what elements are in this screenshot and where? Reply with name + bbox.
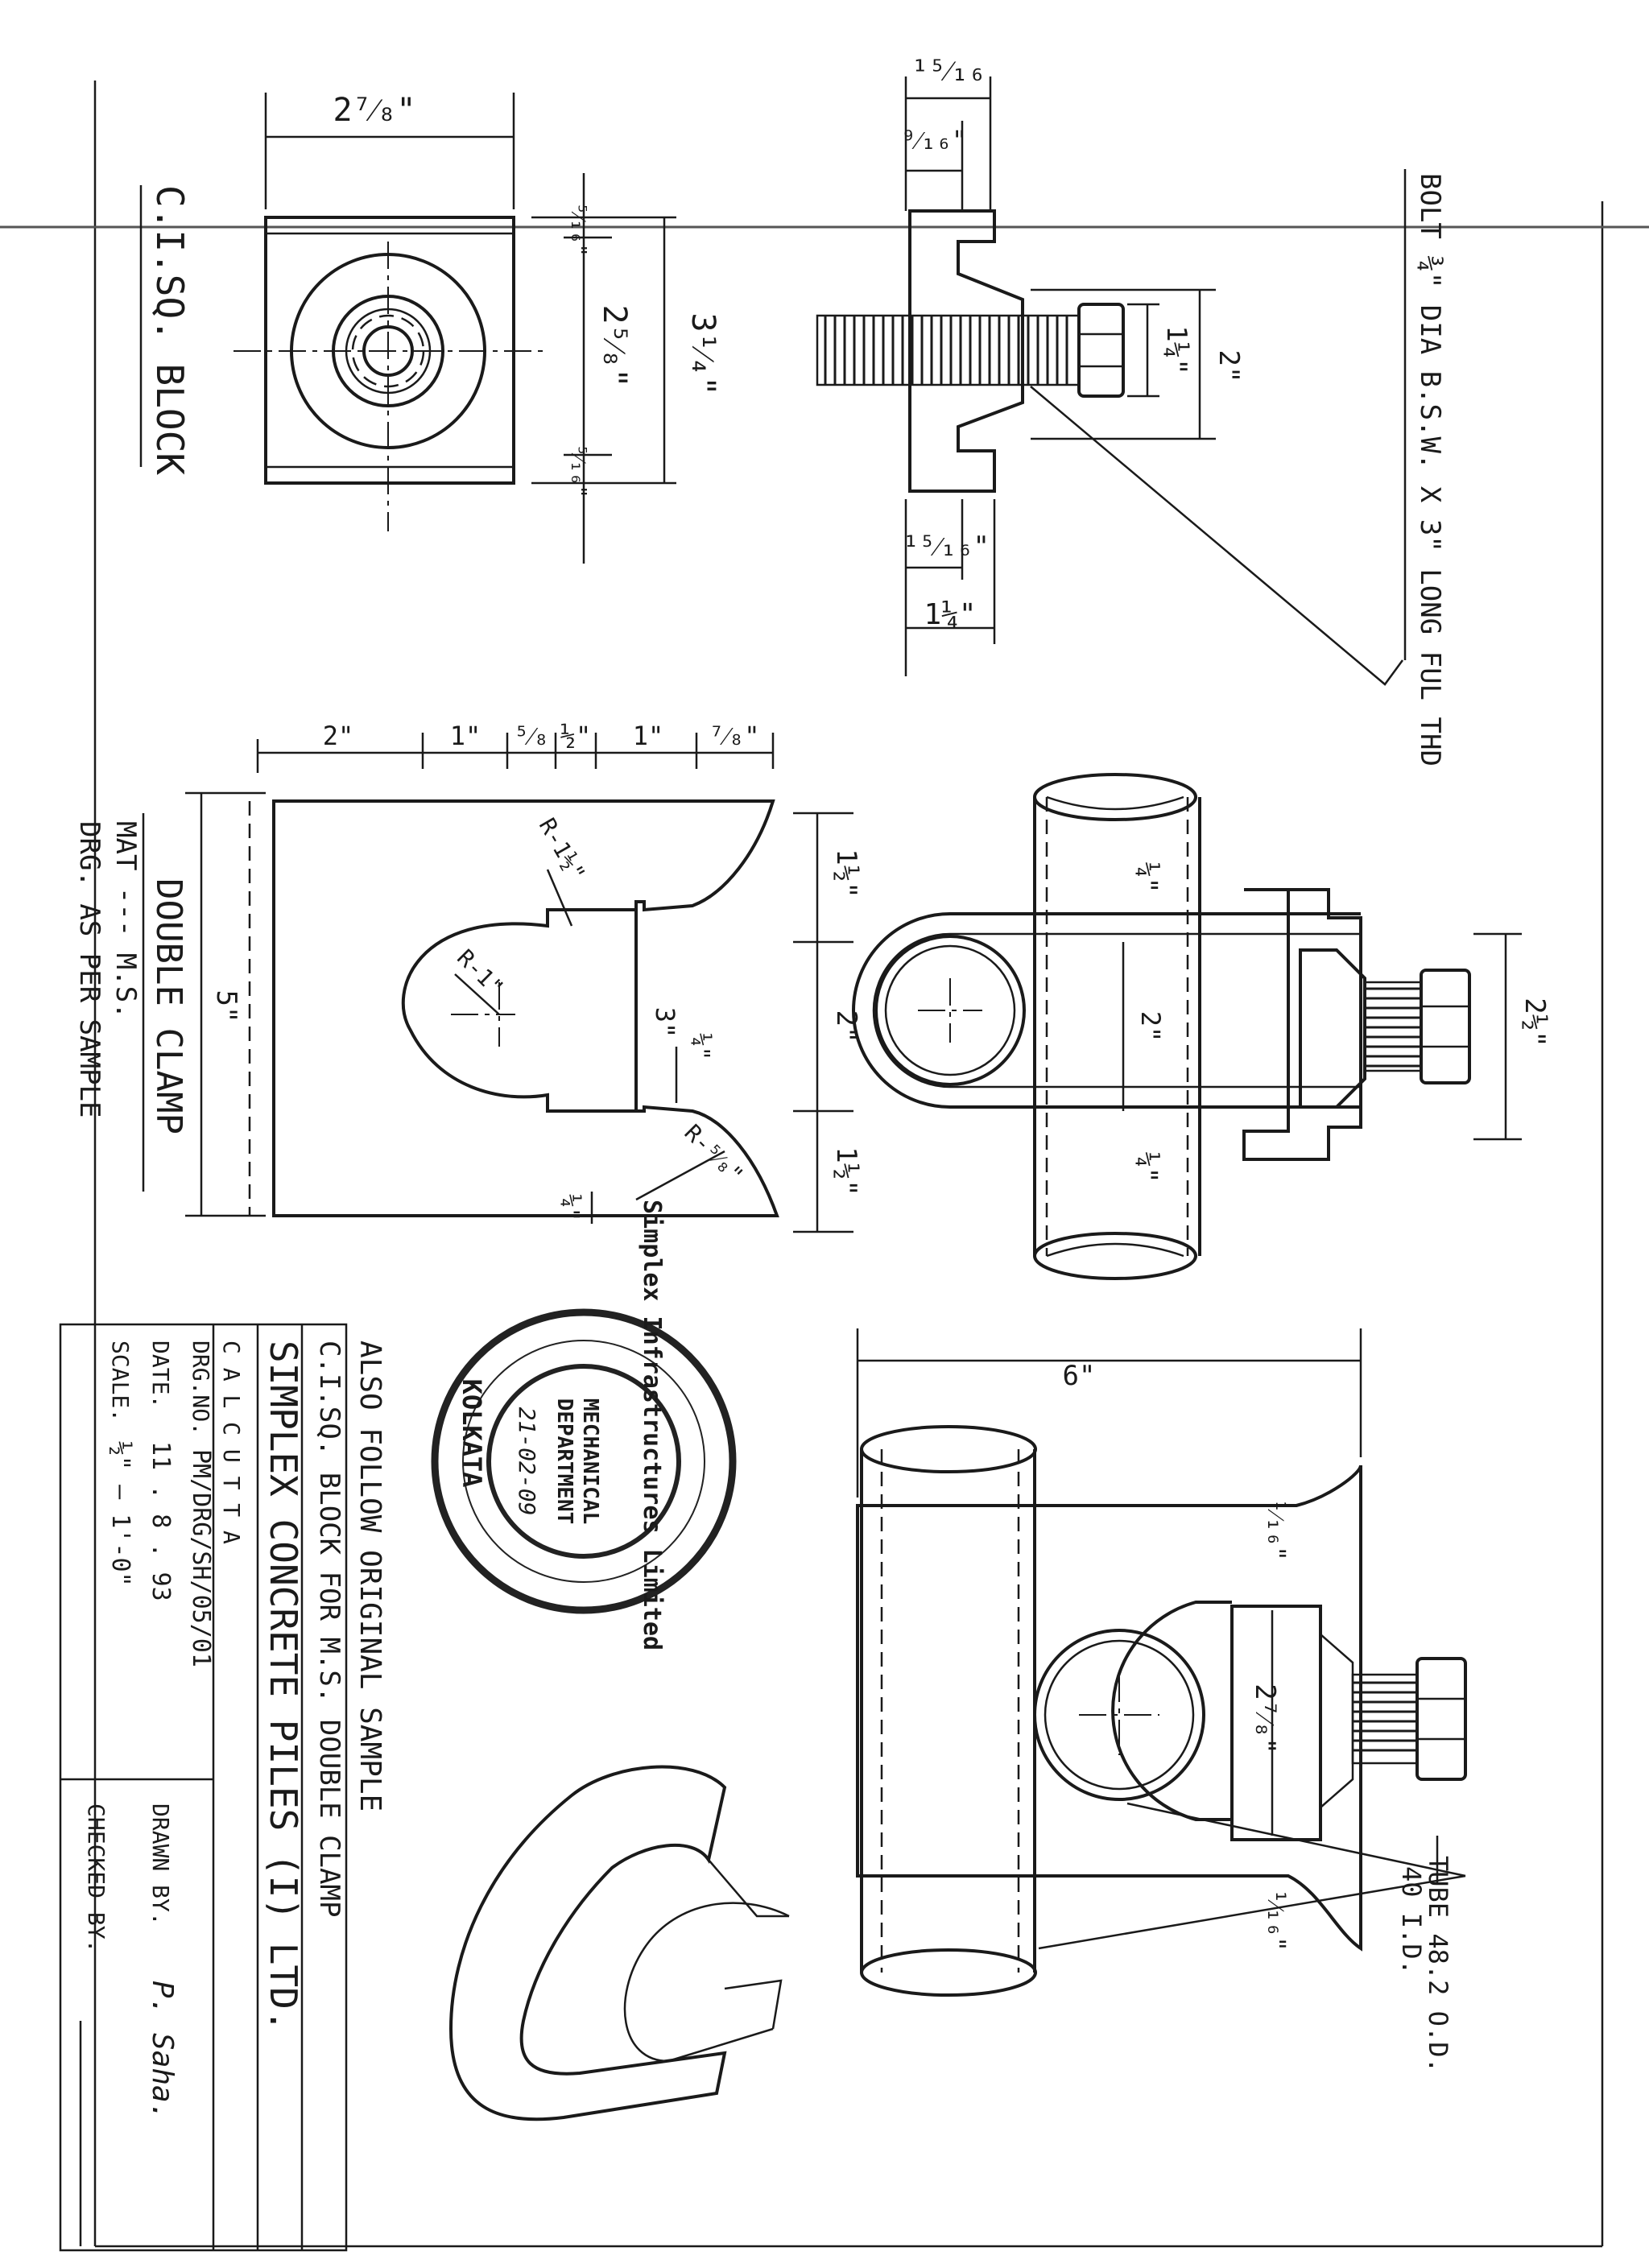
- clamp-quarter-dim-lower: ¼": [558, 1194, 585, 1221]
- clamp-top-dim-4: ½": [560, 721, 592, 751]
- title-date-value: 11 . 8 . 93: [147, 1441, 175, 1601]
- stamp-department-line1: MECHANICAL: [578, 1398, 602, 1525]
- front-view-dim-block: 2⁷⁄₈": [1249, 1683, 1281, 1754]
- clamp-quarter-dim: ¼": [688, 1033, 715, 1060]
- sq-block-dim-inner: 2⁵⁄₈": [596, 304, 633, 387]
- title-checked-by-label: CHECKED BY.: [83, 1803, 110, 1952]
- double-clamp-drawing-note: DRG. AS PER SAMPLE: [73, 821, 105, 1117]
- tube-id-note: 40 I.D.: [1396, 1866, 1427, 1975]
- side-view-dim-bottom-quarter: ¼": [1133, 1152, 1163, 1184]
- clamp-top-dim-5: 1": [633, 721, 664, 751]
- front-view-dim-top-gap: ¹⁄₁₆": [1262, 1498, 1290, 1560]
- title-drawn-by-label: DRAWN BY.: [147, 1803, 174, 1926]
- title-drg-no-label: DRG.NO.: [188, 1341, 214, 1436]
- title-note-follow-sample: ALSO FOLLOW ORIGINAL SAMPLE: [353, 1341, 386, 1812]
- bolt-dim-lower-width: 1¼": [924, 598, 976, 631]
- bolt-section-view: [816, 76, 1407, 686]
- title-block: [59, 1323, 348, 2252]
- clamp-height-dim: 5": [210, 990, 242, 1023]
- double-clamp-material: MAT --- M.S.: [110, 821, 142, 1019]
- sq-block-title: C.I.SQ. BLOCK: [148, 185, 192, 475]
- clamp-top-dim-2: 1": [450, 721, 481, 751]
- sq-block-dim-edge-bottom: ⁵⁄₁₆": [566, 444, 590, 498]
- clamp-top-dim-1: 2": [323, 721, 354, 751]
- bolt-dim-head-height: 2": [1213, 350, 1245, 383]
- tube-od-note: TUBE 48.2 O.D.: [1423, 1856, 1453, 2073]
- sq-block-dim-edge-top: ⁵⁄₁₆": [566, 203, 590, 257]
- sq-block-dim-width: 2⁷⁄₈": [333, 92, 415, 129]
- square-block-view: [234, 93, 676, 564]
- stamp-date: 21-02-09: [514, 1407, 540, 1516]
- stamp-department-line2: DEPARTMENT: [552, 1398, 577, 1525]
- stamp-city: KOLKATA: [457, 1379, 487, 1488]
- company-stamp: [431, 1308, 737, 1614]
- bolt-dim-lower-recess: ¹⁵⁄₁₆": [903, 531, 990, 563]
- stamp-ring-text: Simplex Infrastructures Limited: [638, 1200, 666, 1650]
- title-drg-no-value: PM/DRG/SH/05/01: [187, 1449, 215, 1667]
- clamp-assembly-front-view: [856, 1328, 1467, 1997]
- title-city: C A L C U T T A: [218, 1341, 245, 1544]
- clamp-top-dim-3: ⁵⁄₈: [514, 721, 549, 751]
- bolt-dim-recess: ⁹⁄₁₆": [901, 125, 967, 155]
- title-scale-label: SCALE.: [107, 1341, 134, 1422]
- clamp-top-dim-6: ⁷⁄₈": [709, 721, 759, 751]
- clamp-isometric-sketch: [448, 1765, 790, 2121]
- title-company-name: SIMPLEX CONCRETE PILES (I) LTD.: [262, 1341, 305, 2032]
- bolt-specification-note: BOLT ¾" DIA B.S.W. X 3" LONG FUL THD: [1414, 173, 1446, 766]
- double-clamp-view: [185, 733, 853, 1233]
- title-drawn-by-value: P. Saha.: [146, 1981, 179, 2120]
- title-scale-value: ½" — 1'-0": [106, 1441, 134, 1587]
- sq-block-dim-overall: 3¹⁄₄": [684, 312, 721, 395]
- side-view-dim-ring: 2": [1135, 1011, 1166, 1043]
- clamp-assembly-side-view: [852, 773, 1522, 1280]
- clamp-slot-dim: 3": [650, 1007, 680, 1039]
- side-view-dim-top-quarter: ¼": [1133, 862, 1163, 894]
- bolt-dim-head-offset: ¹⁵⁄₁₆: [911, 55, 986, 88]
- clamp-side-dim-1: 1½": [830, 849, 862, 898]
- front-view-dim-bottom-gap: ¹⁄₁₆": [1262, 1889, 1290, 1951]
- front-view-dim-width: 6": [1063, 1360, 1096, 1392]
- bolt-dim-head-width: 1¼": [1160, 325, 1192, 374]
- title-part-name: C.I.SQ. BLOCK FOR M.S. DOUBLE CLAMP: [313, 1341, 345, 1917]
- clamp-side-dim-3: 1½": [830, 1146, 862, 1196]
- side-view-dim-bolt-span: 2½": [1519, 998, 1551, 1047]
- title-date-label: DATE.: [147, 1341, 174, 1408]
- double-clamp-title: DOUBLE CLAMP: [148, 878, 189, 1134]
